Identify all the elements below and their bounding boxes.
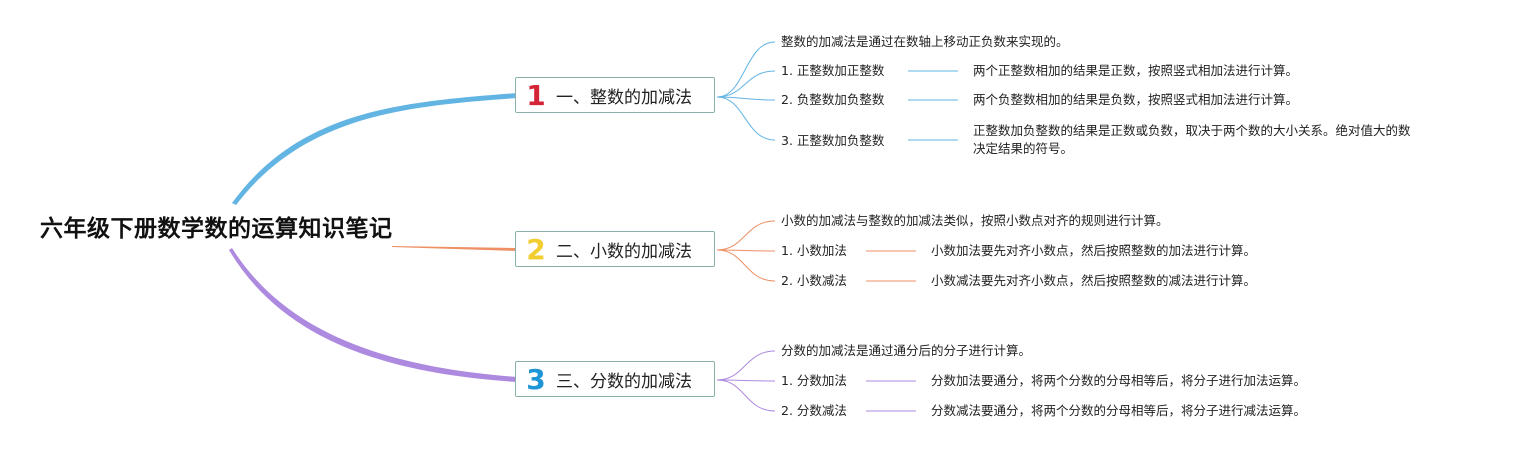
branch-1-item-3-desc-line-2: 决定结果的符号。 xyxy=(973,141,1074,156)
branch-3-label: 三、分数的加减法 xyxy=(556,371,692,392)
branch-1-topic[interactable]: 1 一、整数的加减法 xyxy=(515,77,715,113)
branch-1-item-3-desc-line-1: 正整数加负整数的结果是正数或负数，取决于两个数的大小关系。绝对值大的数 xyxy=(973,123,1411,138)
branch-1-item-3-label[interactable]: 3. 正整数加负整数 xyxy=(781,133,885,148)
branch-1-summary[interactable]: 整数的加减法是通过在数轴上移动正负数来实现的。 xyxy=(781,34,1069,49)
branch-1-connector xyxy=(232,93,517,205)
branch-2-topic[interactable]: 2 二、小数的加减法 xyxy=(515,231,715,267)
branch-3-item-1-desc[interactable]: 分数加法要通分，将两个分数的分母相等后，将分子进行加法运算。 xyxy=(931,373,1307,388)
branch-2-item-1-label[interactable]: 1. 小数加法 xyxy=(781,243,847,258)
branch-2-connector xyxy=(392,246,517,251)
branch-3-item-2-label[interactable]: 2. 分数减法 xyxy=(781,403,847,418)
branch-1-item-2-desc[interactable]: 两个负整数相加的结果是负数，按照竖式相加法进行计算。 xyxy=(973,92,1299,107)
number-1-icon: 1 xyxy=(526,78,546,112)
branch-3-topic[interactable]: 3 三、分数的加减法 xyxy=(515,361,715,397)
branch-1-item-2-label[interactable]: 2. 负整数加负整数 xyxy=(781,92,885,107)
branch-3-item-2-desc[interactable]: 分数减法要通分，将两个分数的分母相等后，将分子进行减法运算。 xyxy=(931,403,1307,418)
branch-2-item-1-desc[interactable]: 小数加法要先对齐小数点，然后按照整数的加法进行计算。 xyxy=(931,243,1257,258)
branch-2-label: 二、小数的加减法 xyxy=(556,241,692,262)
branch-2-item-2-desc[interactable]: 小数减法要先对齐小数点，然后按照整数的减法进行计算。 xyxy=(931,273,1257,288)
branch-3-item-1-label[interactable]: 1. 分数加法 xyxy=(781,373,847,388)
number-3-icon: 3 xyxy=(526,362,546,396)
root-topic[interactable]: 六年级下册数学数的运算知识笔记 xyxy=(40,216,393,242)
branch-1-item-1-label[interactable]: 1. 正整数加正整数 xyxy=(781,63,885,78)
branch-1-label: 一、整数的加减法 xyxy=(556,87,692,108)
branch-3-summary[interactable]: 分数的加减法是通过通分后的分子进行计算。 xyxy=(781,343,1032,358)
branch-2-item-2-label[interactable]: 2. 小数减法 xyxy=(781,273,847,288)
branch-1-item-3-desc[interactable]: 正整数加负整数的结果是正数或负数，取决于两个数的大小关系。绝对值大的数 决定结果… xyxy=(973,122,1411,158)
branch-1-item-1-desc[interactable]: 两个正整数相加的结果是正数，按照竖式相加法进行计算。 xyxy=(973,63,1299,78)
branch-3-connector xyxy=(229,248,517,382)
number-2-icon: 2 xyxy=(526,232,546,266)
branch-2-summary[interactable]: 小数的加减法与整数的加减法类似，按照小数点对齐的规则进行计算。 xyxy=(781,213,1169,228)
